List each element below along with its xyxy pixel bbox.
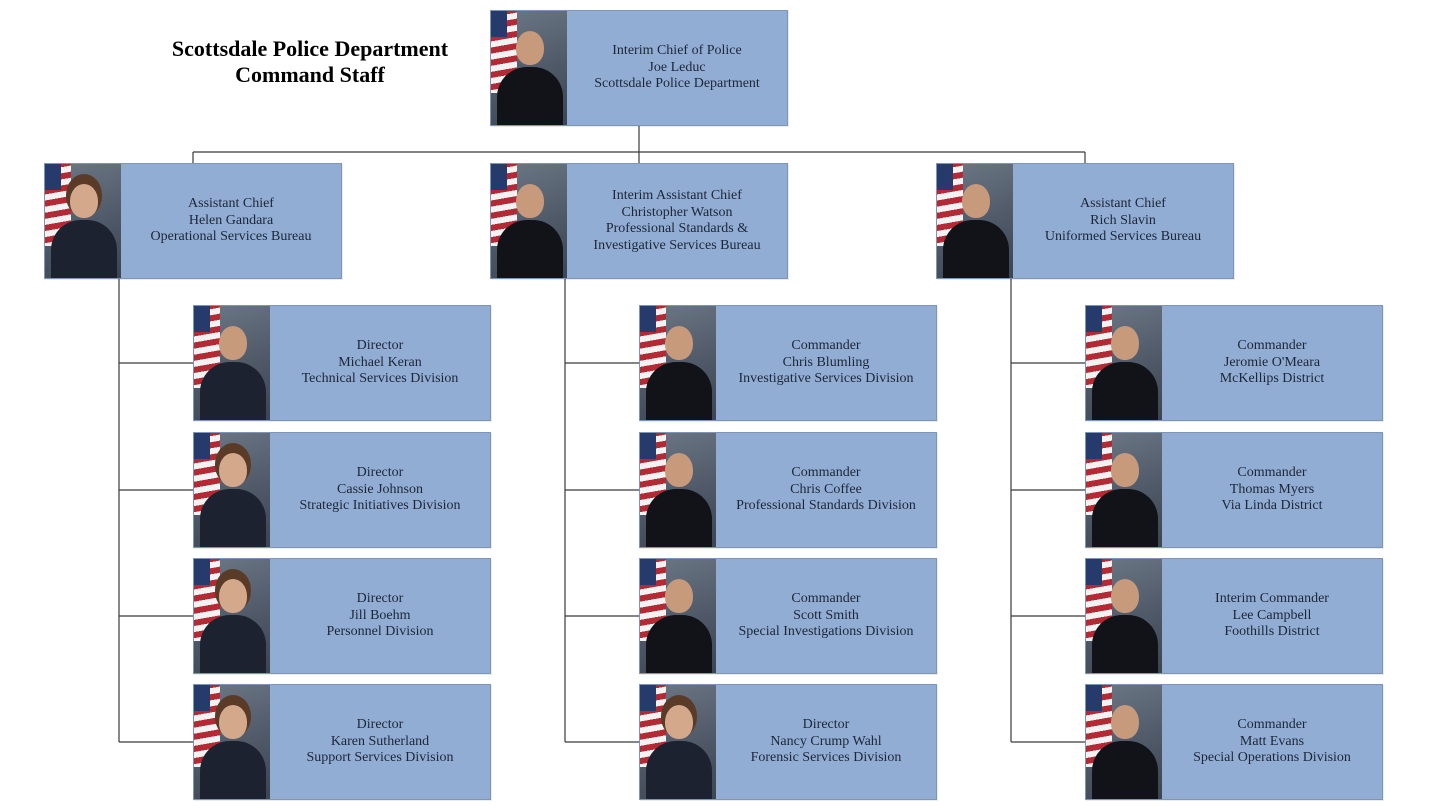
org-card-report: Commander Thomas Myers Via Linda Distric… <box>1085 432 1383 548</box>
org-card-report: Director Cassie Johnson Strategic Initia… <box>193 432 491 548</box>
card-unit: Forensic Services Division <box>751 750 902 767</box>
card-name: Cassie Johnson <box>337 482 423 499</box>
org-card-report: Commander Chris Coffee Professional Stan… <box>639 432 937 548</box>
org-card-report: Commander Scott Smith Special Investigat… <box>639 558 937 674</box>
card-name: Karen Sutherland <box>331 734 429 751</box>
portrait-photo <box>1086 433 1162 547</box>
portrait-photo <box>45 164 121 278</box>
org-card-report: Interim Commander Lee Campbell Foothills… <box>1085 558 1383 674</box>
card-name: Christopher Watson <box>622 205 733 222</box>
card-rank: Commander <box>1237 717 1306 734</box>
portrait-photo <box>1086 685 1162 799</box>
card-unit: Via Linda District <box>1221 498 1322 515</box>
card-name: Chris Blumling <box>783 355 870 372</box>
org-card-bureau-1: Assistant Chief Helen Gandara Operationa… <box>44 163 342 279</box>
org-card-report: Commander Matt Evans Special Operations … <box>1085 684 1383 800</box>
card-name: Michael Keran <box>338 355 422 372</box>
org-card-chief: Interim Chief of Police Joe Leduc Scotts… <box>490 10 788 126</box>
card-rank: Commander <box>791 591 860 608</box>
card-rank: Interim Assistant Chief <box>612 188 742 205</box>
org-card-bureau-2: Interim Assistant Chief Christopher Wats… <box>490 163 788 279</box>
card-unit: Special Investigations Division <box>739 624 914 641</box>
card-rank: Interim Commander <box>1215 591 1329 608</box>
card-unit: Investigative Services Division <box>739 371 914 388</box>
card-unit: Special Operations Division <box>1193 750 1351 767</box>
org-card-bureau-3: Assistant Chief Rich Slavin Uniformed Se… <box>936 163 1234 279</box>
org-card-report: Director Michael Keran Technical Service… <box>193 305 491 421</box>
portrait-photo <box>491 164 567 278</box>
card-unit: Professional Standards Division <box>736 498 916 515</box>
portrait-photo <box>194 306 270 420</box>
portrait-photo <box>194 685 270 799</box>
card-rank: Assistant Chief <box>188 196 274 213</box>
card-unit: Strategic Initiatives Division <box>300 498 461 515</box>
card-unit: Operational Services Bureau <box>151 229 312 246</box>
card-name: Helen Gandara <box>189 213 273 230</box>
card-unit: Professional Standards & <box>606 221 748 238</box>
card-name: Jeromie O'Meara <box>1224 355 1320 372</box>
org-card-report: Director Jill Boehm Personnel Division <box>193 558 491 674</box>
card-rank: Commander <box>1237 338 1306 355</box>
portrait-photo <box>491 11 567 125</box>
portrait-photo <box>640 433 716 547</box>
card-rank: Director <box>803 717 850 734</box>
portrait-photo <box>194 433 270 547</box>
card-name: Matt Evans <box>1240 734 1304 751</box>
org-card-report: Commander Jeromie O'Meara McKellips Dist… <box>1085 305 1383 421</box>
portrait-photo <box>1086 306 1162 420</box>
card-unit: Uniformed Services Bureau <box>1045 229 1201 246</box>
card-rank: Interim Chief of Police <box>612 43 741 60</box>
card-rank: Assistant Chief <box>1080 196 1166 213</box>
portrait-photo <box>1086 559 1162 673</box>
card-rank: Director <box>357 338 404 355</box>
card-unit: Personnel Division <box>327 624 434 641</box>
portrait-photo <box>937 164 1013 278</box>
portrait-photo <box>640 685 716 799</box>
card-name: Lee Campbell <box>1233 608 1312 625</box>
card-unit: Scottsdale Police Department <box>594 76 760 93</box>
card-rank: Director <box>357 717 404 734</box>
card-rank: Director <box>357 465 404 482</box>
card-name: Joe Leduc <box>648 60 705 77</box>
card-name: Rich Slavin <box>1090 213 1156 230</box>
card-unit: Technical Services Division <box>302 371 459 388</box>
portrait-photo <box>640 306 716 420</box>
card-unit: Foothills District <box>1224 624 1319 641</box>
card-rank: Commander <box>791 338 860 355</box>
card-rank: Commander <box>791 465 860 482</box>
card-name: Thomas Myers <box>1230 482 1314 499</box>
card-name: Scott Smith <box>793 608 859 625</box>
card-name: Chris Coffee <box>790 482 862 499</box>
portrait-photo <box>194 559 270 673</box>
org-card-report: Director Nancy Crump Wahl Forensic Servi… <box>639 684 937 800</box>
card-name: Jill Boehm <box>349 608 410 625</box>
card-rank: Commander <box>1237 465 1306 482</box>
org-card-report: Director Karen Sutherland Support Servic… <box>193 684 491 800</box>
card-unit-line-2: Investigative Services Bureau <box>593 238 760 255</box>
org-card-report: Commander Chris Blumling Investigative S… <box>639 305 937 421</box>
card-rank: Director <box>357 591 404 608</box>
portrait-photo <box>640 559 716 673</box>
card-unit: Support Services Division <box>307 750 454 767</box>
card-name: Nancy Crump Wahl <box>770 734 881 751</box>
card-unit: McKellips District <box>1220 371 1325 388</box>
